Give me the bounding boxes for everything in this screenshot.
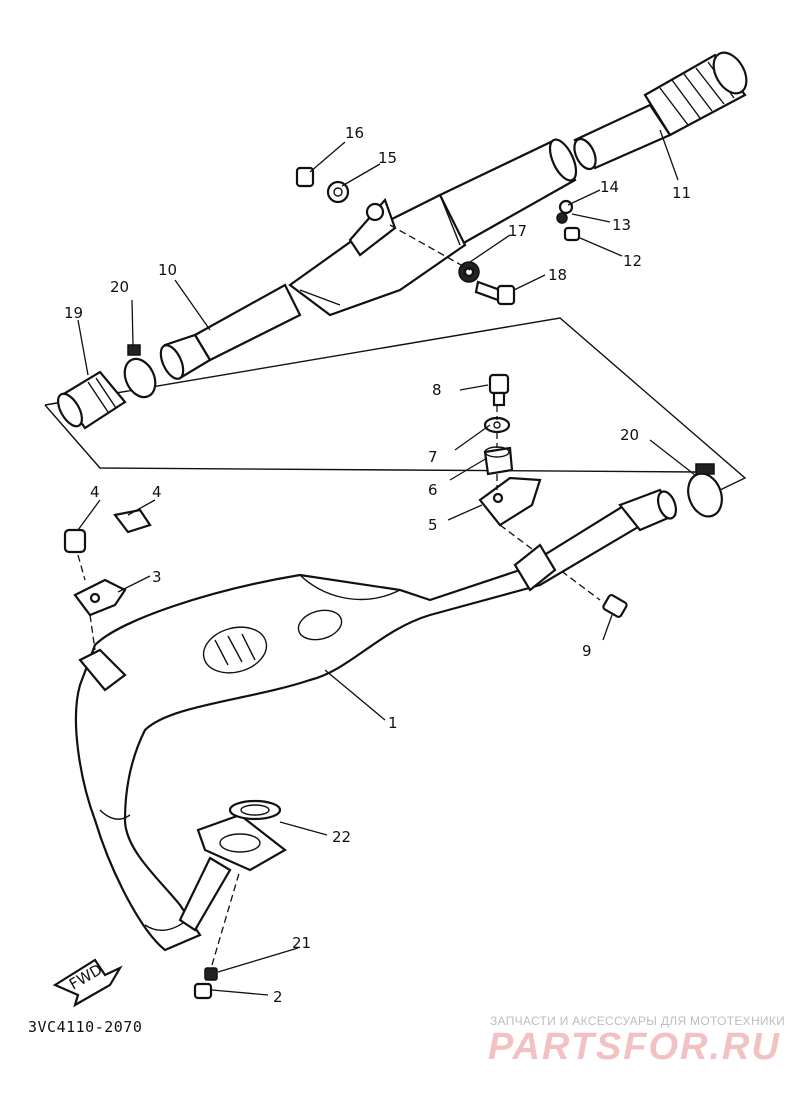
leader-lines (77, 129, 696, 996)
callout-11: 11 (672, 184, 691, 202)
callout-10: 10 (158, 261, 177, 279)
callout-14: 14 (600, 178, 619, 196)
callout-22: 22 (332, 828, 351, 846)
joint-sleeve (56, 370, 127, 430)
clamp-right (687, 463, 723, 518)
drawing-code: 3VC4110-2070 (28, 1018, 143, 1036)
callout-17: 17 (508, 222, 527, 240)
callout-3: 3 (152, 568, 162, 586)
callout-9: 9 (582, 642, 592, 660)
clamp-upper (123, 344, 157, 399)
callout-13: 13 (612, 216, 631, 234)
callout-5: 5 (428, 516, 438, 534)
fwd-arrow: FWD (52, 958, 123, 1008)
muffler-fasteners (295, 166, 581, 306)
callout-20a: 20 (110, 278, 129, 296)
callout-2: 2 (273, 988, 283, 1006)
tail-pipe (573, 51, 748, 171)
flange-gasket (228, 799, 282, 821)
exhaust-flange (178, 813, 287, 932)
muffler (159, 138, 578, 380)
callout-19: 19 (64, 304, 83, 322)
hanger-bracket (63, 508, 152, 651)
callout-7: 7 (428, 448, 438, 466)
muffler-group-frame (44, 317, 747, 491)
callout-20b: 20 (620, 426, 639, 444)
callout-4a: 4 (90, 483, 100, 501)
callout-6: 6 (428, 481, 438, 499)
callout-numbers: 1 2 3 4 4 5 6 7 8 9 10 11 12 13 14 15 16… (64, 124, 691, 1006)
callout-15: 15 (378, 149, 397, 167)
callout-21: 21 (292, 934, 311, 952)
exhaust-pipe (74, 488, 678, 952)
bracket-stack (478, 373, 628, 618)
watermark-tagline: ЗАПЧАСТИ И АКСЕССУАРЫ ДЛЯ МОТОТЕХНИКИ (490, 1014, 786, 1028)
watermark-brand: PARTSFOR.RU (488, 1026, 781, 1068)
callout-4b: 4 (152, 483, 162, 501)
stud-and-nut (193, 869, 241, 1000)
callout-16: 16 (345, 124, 364, 142)
callout-8: 8 (432, 381, 442, 399)
callout-12: 12 (623, 252, 642, 270)
callout-1: 1 (388, 714, 398, 732)
callout-18: 18 (548, 266, 567, 284)
